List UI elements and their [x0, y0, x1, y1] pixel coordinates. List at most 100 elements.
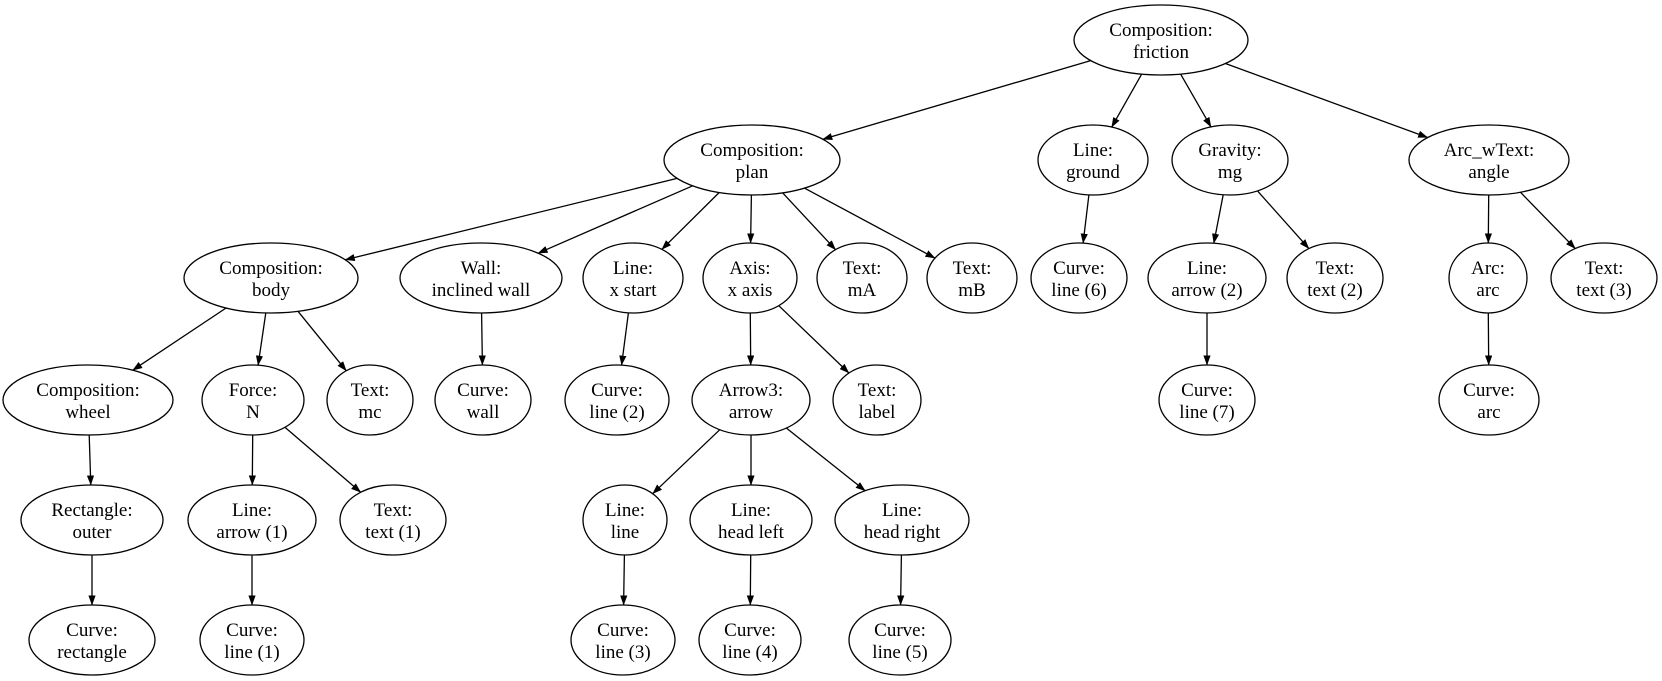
edge-composition-friction-to-gravity-mg [1180, 73, 1212, 128]
node-curve-line-3: Curve:line (3) [570, 604, 676, 676]
node-ellipse [848, 604, 952, 676]
node-name-label: plan [736, 162, 769, 183]
node-type-label: Arrow3: [719, 380, 783, 401]
node-type-label: Line: [1187, 258, 1227, 279]
edge-composition-body-to-composition-wheel [132, 307, 227, 371]
node-type-label: Text: [351, 380, 390, 401]
edge-gravity-mg-to-line-arrow-2 [1212, 194, 1224, 244]
node-type-label: Curve: [724, 620, 776, 641]
node-arrow3-arrow: Arrow3:arrow [691, 364, 811, 436]
node-gravity-mg: Gravity:mg [1171, 124, 1289, 196]
node-name-label: inclined wall [432, 280, 531, 301]
node-ellipse [1171, 124, 1289, 196]
node-ellipse [1037, 124, 1149, 196]
node-curve-line-1: Curve:line (1) [199, 604, 305, 676]
node-ellipse [399, 242, 563, 314]
node-ellipse [1073, 4, 1249, 76]
node-line-line: Line:line [582, 484, 668, 556]
edge-gravity-mg-to-text-text-2 [1256, 190, 1310, 250]
node-ellipse [1158, 364, 1256, 436]
node-line-head-right: Line:head right [834, 484, 970, 556]
node-text-ma: Text:mA [816, 242, 908, 314]
node-ellipse [834, 484, 970, 556]
node-ellipse [1286, 242, 1384, 314]
node-type-label: Curve: [457, 380, 509, 401]
node-name-label: mB [958, 280, 985, 301]
node-curve-line-4: Curve:line (4) [698, 604, 802, 676]
node-name-label: arc [1476, 280, 1499, 301]
node-name-label: N [246, 402, 260, 423]
node-ellipse [434, 364, 532, 436]
node-name-label: line (3) [595, 642, 650, 663]
node-ellipse [201, 364, 305, 436]
edge-composition-wheel-to-rectangle-outer [86, 434, 95, 486]
edge-composition-plan-to-line-x-start [661, 192, 720, 250]
node-type-label: Line: [1073, 140, 1113, 161]
node-type-label: Text: [858, 380, 897, 401]
node-composition-body: Composition:body [183, 242, 359, 314]
node-ellipse [1550, 242, 1658, 314]
edge-arrow3-arrow-to-line-head-right [785, 427, 866, 492]
node-type-label: Line: [605, 500, 645, 521]
node-text-mb: Text:mB [926, 242, 1018, 314]
node-ellipse [1448, 242, 1528, 314]
node-line-arrow-2: Line:arrow (2) [1147, 242, 1267, 314]
node-ellipse [570, 604, 676, 676]
node-ellipse [702, 242, 798, 314]
edge-composition-plan-to-text-ma [782, 192, 837, 251]
node-name-label: line [611, 522, 640, 543]
node-type-label: Rectangle: [51, 500, 132, 521]
edge-arc-wtext-angle-to-text-text-3 [1519, 191, 1576, 250]
edge-arrow3-arrow-to-line-line [652, 429, 721, 495]
node-ellipse [2, 364, 174, 436]
node-type-label: Curve: [597, 620, 649, 641]
node-ellipse [582, 242, 684, 314]
node-name-label: text (2) [1307, 280, 1362, 301]
node-arc-arc: Arc:arc [1448, 242, 1528, 314]
node-type-label: Text: [1585, 258, 1624, 279]
node-name-label: text (1) [365, 522, 420, 543]
edge-wall-inclined-wall-to-curve-wall [478, 312, 486, 366]
node-name-label: x start [610, 280, 658, 301]
node-type-label: Gravity: [1198, 140, 1261, 161]
node-ellipse [183, 242, 359, 314]
node-type-label: Composition: [219, 258, 322, 279]
node-name-label: outer [72, 522, 112, 543]
node-name-label: head left [718, 522, 785, 543]
edge-composition-body-to-text-mc [297, 310, 347, 372]
node-name-label: arrow (2) [1171, 280, 1242, 301]
node-type-label: Text: [953, 258, 992, 279]
node-type-label: Arc: [1471, 258, 1505, 279]
node-type-label: Line: [882, 500, 922, 521]
node-name-label: friction [1133, 42, 1189, 63]
node-ellipse [691, 364, 811, 436]
node-type-label: Curve: [226, 620, 278, 641]
node-type-label: Force: [229, 380, 278, 401]
edge-composition-friction-to-composition-plan [822, 59, 1091, 140]
edge-composition-friction-to-arc-wtext-angle [1225, 62, 1429, 139]
node-type-label: Composition: [1109, 20, 1212, 41]
node-ellipse [689, 484, 813, 556]
edge-line-head-right-to-curve-line-5 [897, 554, 905, 606]
node-curve-wall: Curve:wall [434, 364, 532, 436]
node-type-label: Text: [1316, 258, 1355, 279]
node-name-label: ground [1066, 162, 1120, 183]
node-wall-inclined-wall: Wall:inclined wall [399, 242, 563, 314]
node-ellipse [926, 242, 1018, 314]
node-name-label: line (4) [722, 642, 777, 663]
node-name-label: mg [1218, 162, 1243, 183]
node-line-arrow-1: Line:arrow (1) [187, 484, 317, 556]
node-force-n: Force:N [201, 364, 305, 436]
node-name-label: text (3) [1576, 280, 1631, 301]
node-curve-line-7: Curve:line (7) [1158, 364, 1256, 436]
node-curve-arc: Curve:arc [1438, 364, 1540, 436]
node-name-label: mc [358, 402, 381, 423]
node-type-label: Text: [843, 258, 882, 279]
node-ellipse [663, 124, 841, 196]
node-name-label: mA [848, 280, 877, 301]
node-name-label: x axis [728, 280, 773, 301]
node-name-label: arrow (1) [216, 522, 287, 543]
node-text-text-3: Text:text (3) [1550, 242, 1658, 314]
